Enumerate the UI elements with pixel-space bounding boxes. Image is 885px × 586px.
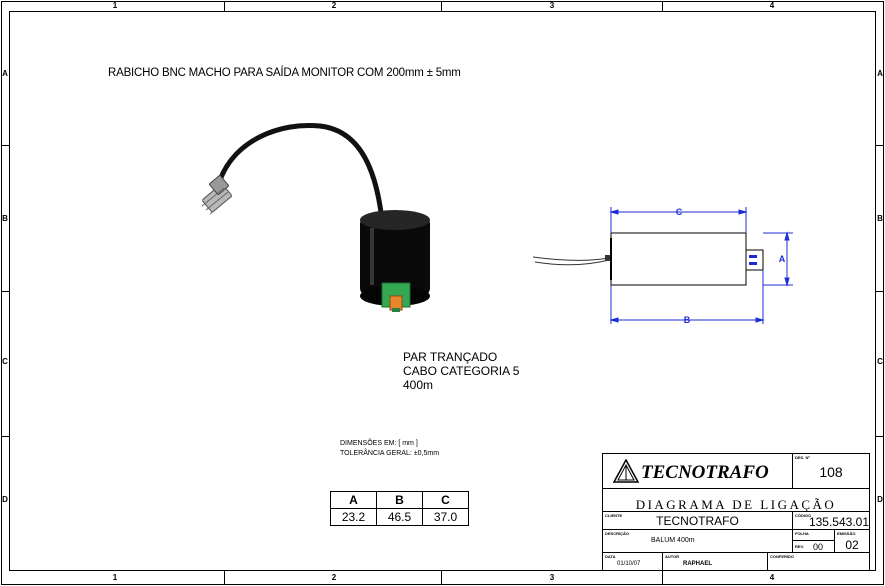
units-note: DIMENSÕES EM: [ mm ]: [340, 440, 418, 447]
document-type: DIAGRAMA DE LIGAÇÃO: [635, 497, 837, 512]
grid-tick: [876, 145, 884, 146]
emissao-value: 02: [845, 538, 859, 552]
dimension-a: [763, 231, 793, 287]
description-cell: DESCRIÇÃO BALUM 400m: [602, 529, 793, 553]
author-label: AUTOR: [665, 554, 680, 559]
column-number-1-bottom: 1: [112, 573, 118, 582]
column-number-4-bottom: 4: [769, 573, 775, 582]
grid-tick: [224, 571, 225, 585]
row-letter-d: D: [2, 495, 8, 504]
sheet-number-label: DES. Nº: [795, 455, 810, 460]
document-type-cell: DIAGRAMA DE LIGAÇÃO: [602, 488, 870, 512]
grid-tick: [1, 145, 9, 146]
table-header-a: A: [330, 491, 377, 509]
technical-drawing: C B A: [532, 207, 793, 325]
description-label: DESCRIÇÃO: [605, 531, 630, 536]
drawing-title: RABICHO BNC MACHO PARA SAÍDA MONITOR COM…: [108, 67, 461, 79]
sheet-number-cell: DES. Nº 108: [792, 453, 870, 489]
description: BALUM 400m: [651, 537, 695, 544]
grid-tick: [1, 436, 9, 437]
balun-outline: [610, 232, 747, 286]
dimension-c-label: C: [676, 207, 683, 217]
date-label: DATA: [605, 554, 616, 559]
grid-tick: [876, 291, 884, 292]
annotation-line-2: CABO CATEGORIA 5: [403, 364, 520, 378]
folha-label: FOLHA: [795, 531, 809, 536]
rev-value: 00: [813, 542, 824, 552]
row-letter-c-right: C: [877, 357, 883, 366]
date-value: 01/10/07: [617, 561, 641, 567]
dimension-notes: DIMENSÕES EM: [ mm ] TOLERÂNCIA GERAL: ±…: [340, 439, 439, 459]
cable-annotation: PAR TRANÇADO CABO CATEGORIA 5 400m: [403, 350, 519, 392]
emissao-label: EMISSÃO: [837, 531, 856, 536]
code-label: CÓDIGO: [795, 513, 812, 518]
column-number-4: 4: [769, 1, 775, 10]
grid-tick: [662, 571, 663, 585]
sheet-number: 108: [819, 464, 843, 480]
dimension-a-label: A: [779, 254, 786, 264]
company-logo-text: TECNOTRAFO: [641, 462, 769, 483]
checked-cell: CONFERIDO: [767, 552, 870, 571]
row-letter-b: B: [2, 214, 8, 223]
drawing-inner-frame: [9, 11, 876, 571]
annotation-line-3: 400m: [403, 378, 434, 392]
row-letter-b-right: B: [877, 214, 883, 223]
grid-tick: [1, 291, 9, 292]
row-letter-d-right: D: [877, 495, 883, 504]
dimension-table: A B C 23.2 46.5 37.0: [330, 491, 469, 526]
row-letter-c: C: [2, 357, 8, 366]
date-cell: DATA 01/10/07: [602, 552, 663, 571]
bnc-connector: [201, 175, 233, 215]
table-header-b: B: [376, 491, 423, 509]
column-number-3: 3: [549, 1, 555, 10]
grid-tick: [662, 1, 663, 11]
rev-label: REV.: [795, 544, 804, 549]
grid-tick: [876, 436, 884, 437]
tolerance-note: TOLERÂNCIA GERAL: ±0,5mm: [340, 450, 440, 457]
dimension-c: [609, 207, 748, 233]
dimension-b-label: B: [684, 315, 691, 325]
checked-label: CONFERIDO: [770, 554, 794, 559]
wire: [534, 259, 610, 266]
column-number-1: 1: [112, 1, 118, 10]
dimension-b: [609, 270, 765, 324]
row-letter-a: A: [2, 69, 8, 78]
terminal-outline: [745, 249, 764, 271]
balun-product-photo: [201, 122, 430, 312]
author-value: RAPHAEL: [683, 561, 713, 567]
table-value-a: 23.2: [330, 508, 377, 526]
table-header-c: C: [422, 491, 469, 509]
client-label: CLIENTE: [605, 513, 623, 518]
cable-gland: [605, 255, 611, 261]
emissao-cell: EMISSÃO 02: [834, 529, 870, 553]
logo-cell: TECNOTRAFO: [602, 453, 793, 489]
row-letter-a-right: A: [877, 69, 883, 78]
tecnotrafo-logo-icon: [613, 459, 639, 483]
grid-tick: [224, 1, 225, 11]
terminal-block: [381, 282, 411, 312]
column-number-3-bottom: 3: [549, 573, 555, 582]
drawing-code: 135.543.01: [808, 515, 869, 529]
annotation-line-1: PAR TRANÇADO: [403, 350, 498, 364]
grid-tick: [441, 1, 442, 11]
code-cell: CÓDIGO 135.543.01: [792, 511, 870, 530]
table-value-b: 46.5: [376, 508, 423, 526]
coax-cable: [217, 122, 385, 223]
balun-body: [360, 210, 430, 306]
wire: [532, 256, 610, 261]
grid-tick: [441, 571, 442, 585]
column-number-2: 2: [331, 1, 337, 10]
client-cell: CLIENTE TECNOTRAFO: [602, 511, 793, 530]
author-cell: AUTOR RAPHAEL: [662, 552, 768, 571]
table-value-c: 37.0: [422, 508, 469, 526]
client-name: TECNOTRAFO: [656, 514, 739, 528]
column-number-2-bottom: 2: [331, 573, 337, 582]
